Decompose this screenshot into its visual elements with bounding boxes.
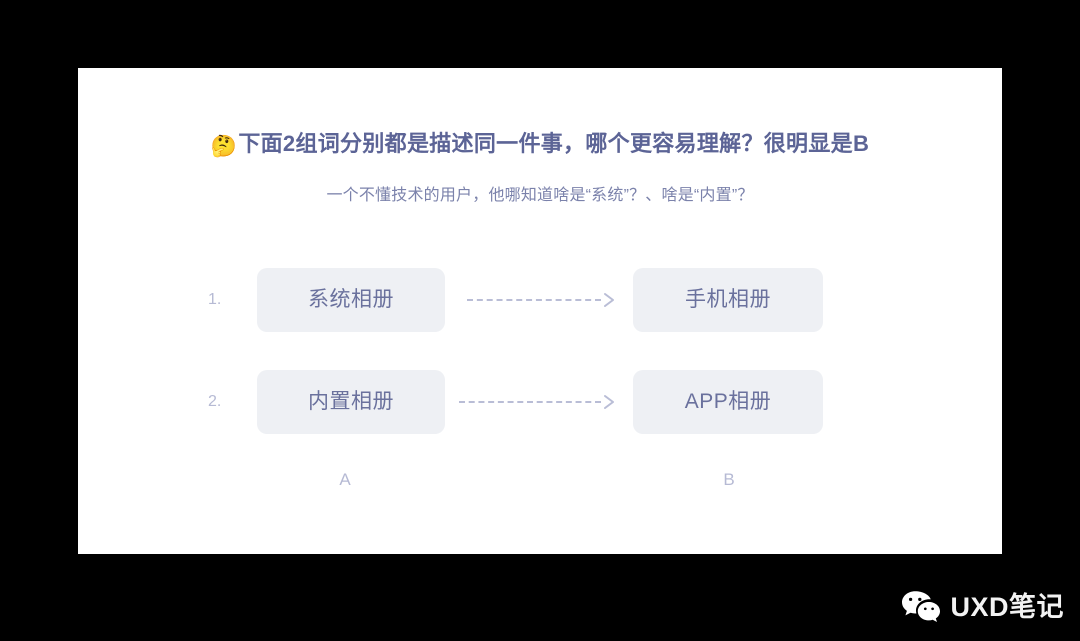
card-option-a: 内置相册 xyxy=(257,370,445,434)
card-option-b: APP相册 xyxy=(633,370,823,434)
wechat-icon xyxy=(901,590,941,624)
watermark: UXD笔记 xyxy=(901,585,1064,629)
watermark-text: UXD笔记 xyxy=(950,591,1064,622)
comparison-row: 1. 系统相册 手机相册 xyxy=(78,268,1002,332)
comparison-rows: 1. 系统相册 手机相册 2. 内置相册 xyxy=(78,268,1002,472)
column-label-a: A xyxy=(339,470,351,489)
slide-canvas: 🤔下面2组词分别都是描述同一件事，哪个更容易理解？很明显是B 一个不懂技术的用户… xyxy=(78,68,1002,554)
page-subtitle: 一个不懂技术的用户，他哪知道啥是“系统”？、啥是“内置”？ xyxy=(326,187,754,204)
thinking-face-emoji: 🤔 xyxy=(210,135,238,158)
card-option-a: 系统相册 xyxy=(257,268,445,332)
column-label-b: B xyxy=(723,470,735,489)
dashed-arrow-icon xyxy=(459,394,617,410)
row-index: 2. xyxy=(208,393,222,410)
column-labels: A B xyxy=(78,470,1002,494)
arrow-line xyxy=(467,299,601,301)
comparison-row: 2. 内置相册 APP相册 xyxy=(78,370,1002,434)
arrow-line xyxy=(459,401,601,403)
arrow-head-icon xyxy=(601,292,617,308)
dashed-arrow-icon xyxy=(467,292,617,308)
card-option-b: 手机相册 xyxy=(633,268,823,332)
page-title: 🤔下面2组词分别都是描述同一件事，哪个更容易理解？很明显是B xyxy=(78,126,1002,159)
page-title-text: 下面2组词分别都是描述同一件事，哪个更容易理解？很明显是B xyxy=(238,131,870,156)
arrow-head-icon xyxy=(601,394,617,410)
row-index: 1. xyxy=(208,291,222,308)
